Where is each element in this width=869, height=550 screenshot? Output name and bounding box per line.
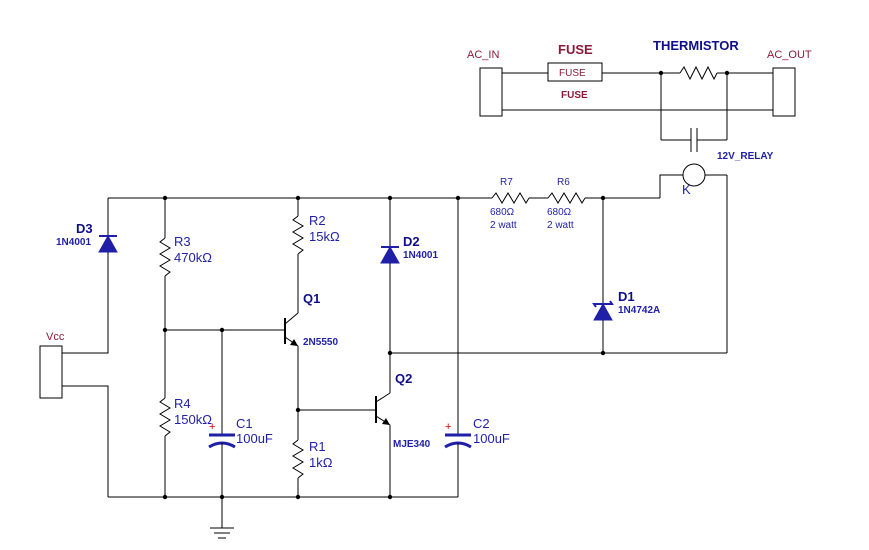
c1-value: 100uF xyxy=(236,431,273,446)
fuse-title: FUSE xyxy=(558,42,593,57)
relay-label: 12V_RELAY xyxy=(717,151,774,162)
svg-text:+: + xyxy=(209,421,215,433)
ac-out-label: AC_OUT xyxy=(767,49,812,61)
d3-ref: D3 xyxy=(76,221,93,236)
r1-value: 1kΩ xyxy=(309,455,333,470)
vcc-label: Vcc xyxy=(46,331,65,343)
r6-value: 680Ω xyxy=(547,207,572,218)
c2-value: 100uF xyxy=(473,431,510,446)
r6-ref: R6 xyxy=(557,177,570,188)
thermistor-title: THERMISTOR xyxy=(653,38,739,53)
relay-pin-k: K xyxy=(682,182,691,197)
d3-part: 1N4001 xyxy=(56,237,91,248)
fuse: FUSE FUSE FUSE xyxy=(547,42,603,101)
ground-symbol xyxy=(210,497,234,539)
r4-value: 150kΩ xyxy=(174,412,212,427)
zener-d1: D1 1N4742A xyxy=(592,198,660,321)
ac-out-connector: AC_OUT xyxy=(767,49,812,117)
r2-ref: R2 xyxy=(309,213,326,228)
ac-in-connector: AC_IN xyxy=(467,49,503,117)
r7-rating: 2 watt xyxy=(490,220,517,231)
resistor-r3: R3 470kΩ xyxy=(159,234,212,277)
d2-part: 1N4001 xyxy=(403,250,438,261)
q1-part: 2N5550 xyxy=(303,337,338,348)
c2-ref: C2 xyxy=(473,416,490,431)
c1-ref: C1 xyxy=(236,416,253,431)
thermistor: THERMISTOR xyxy=(653,38,739,81)
d1-ref: D1 xyxy=(618,289,635,304)
q2-ref: Q2 xyxy=(395,371,412,386)
resistor-r1: R1 1kΩ xyxy=(292,439,333,479)
capacitor-c1: + C1 100uF xyxy=(208,330,273,497)
transistor-q2: Q2 MJE340 xyxy=(375,371,431,450)
r6-rating: 2 watt xyxy=(547,220,574,231)
fuse-inner-label: FUSE xyxy=(559,68,586,79)
capacitor-c2: + C2 100uF xyxy=(444,198,510,497)
d2-ref: D2 xyxy=(403,234,420,249)
resistor-r4: R4 150kΩ xyxy=(159,396,212,437)
svg-text:+: + xyxy=(445,421,451,433)
r7-ref: R7 xyxy=(500,177,513,188)
resistor-r2: R2 15kΩ xyxy=(292,213,340,255)
q1-ref: Q1 xyxy=(303,291,320,306)
relay-coil: K xyxy=(659,163,728,353)
resistor-r7: R7 680Ω 2 watt xyxy=(490,177,530,231)
r3-ref: R3 xyxy=(174,234,191,249)
diode-d2: D2 1N4001 xyxy=(380,198,438,264)
fuse-below-label: FUSE xyxy=(561,90,588,101)
r3-value: 470kΩ xyxy=(174,250,212,265)
d1-part: 1N4742A xyxy=(618,305,660,316)
transistor-q1: Q1 2N5550 xyxy=(284,291,338,348)
r4-ref: R4 xyxy=(174,396,191,411)
q2-part: MJE340 xyxy=(393,439,431,450)
r7-value: 680Ω xyxy=(490,207,515,218)
r2-value: 15kΩ xyxy=(309,229,340,244)
ac-in-label: AC_IN xyxy=(467,49,499,61)
vcc-connector: Vcc xyxy=(39,331,65,399)
resistor-r6: R6 680Ω 2 watt xyxy=(547,177,586,231)
diode-d3: D3 1N4001 xyxy=(56,198,118,253)
r1-ref: R1 xyxy=(309,439,326,454)
